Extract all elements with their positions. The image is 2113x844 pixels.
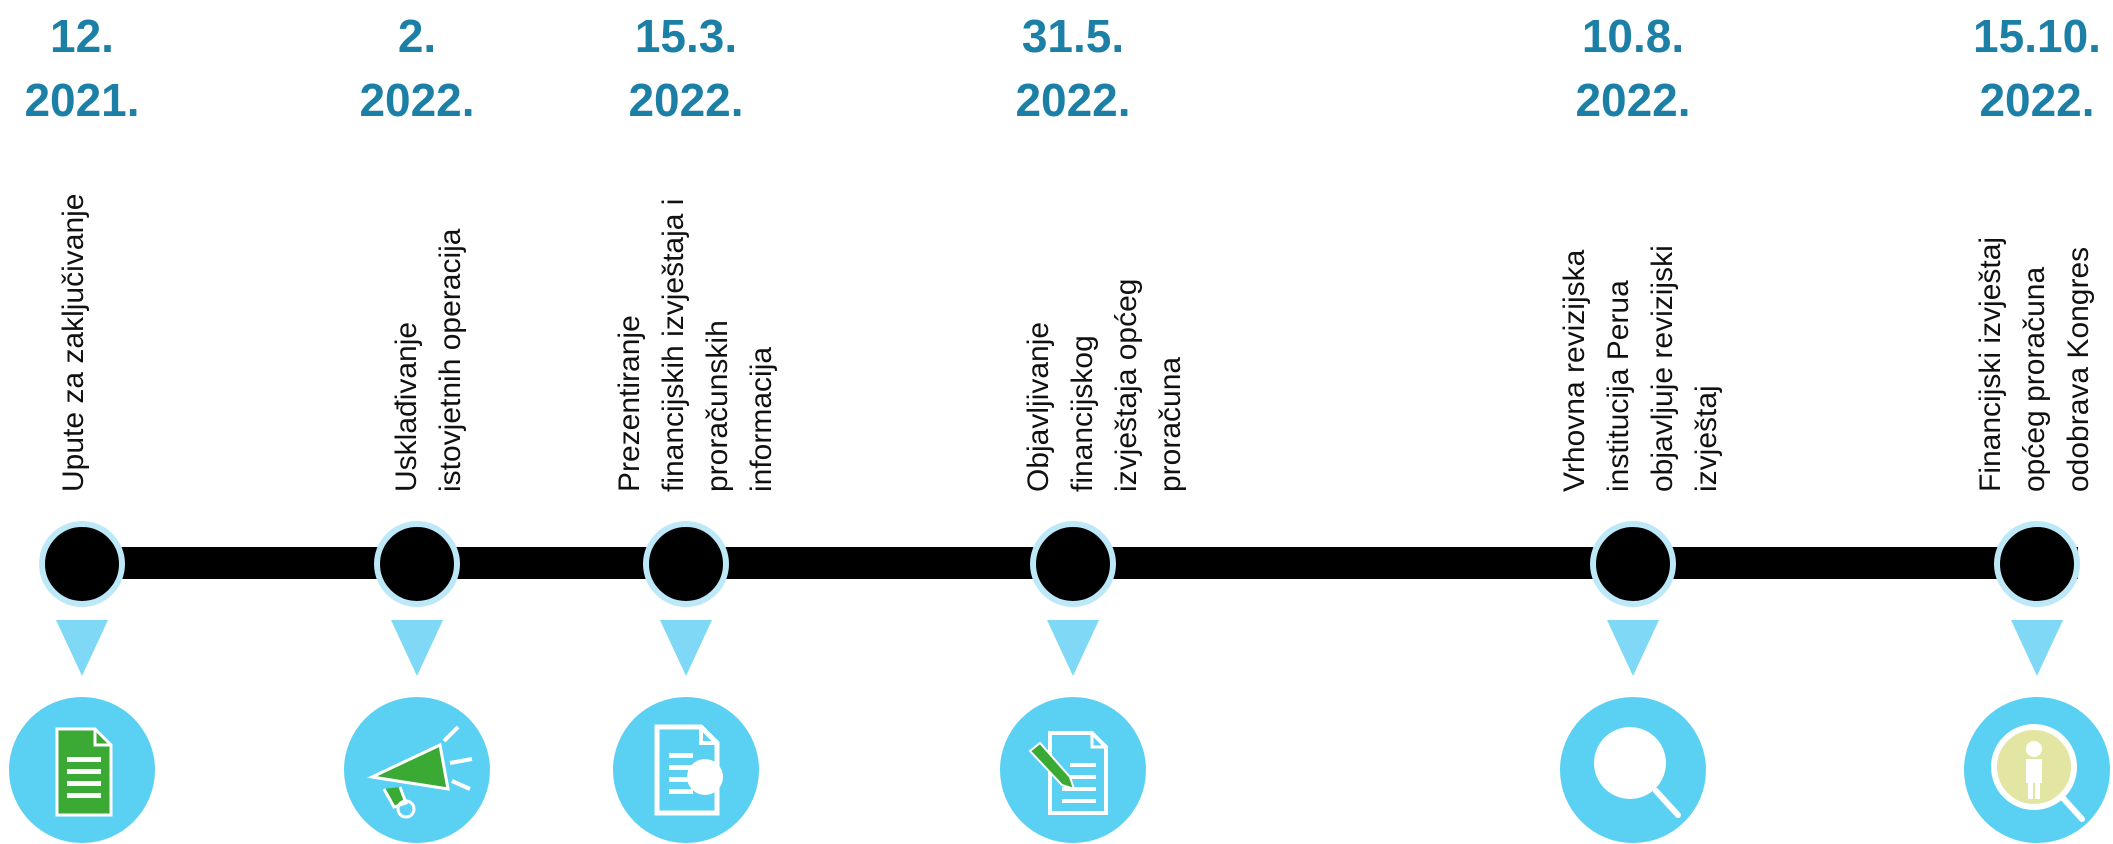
- document-icon: [9, 697, 155, 843]
- label-line: Vrhovna revizijska: [1558, 249, 1591, 492]
- document-pencil-icon: [1000, 697, 1146, 843]
- milestone-label: Financijski izvještaj općeg proračuna od…: [1969, 152, 2101, 492]
- date-line-1: 12.: [50, 10, 114, 62]
- label-line: odobrava Kongres: [2062, 246, 2095, 492]
- down-arrow-icon: [391, 620, 443, 676]
- date-line-2: 2022.: [1575, 74, 1691, 126]
- label-line: istovjetnih operacija: [434, 228, 467, 492]
- timeline-node: [1590, 521, 1676, 607]
- label-line: Upute za zaključivanje: [57, 193, 90, 493]
- timeline-node: [1994, 521, 2080, 607]
- down-arrow-icon: [56, 620, 108, 676]
- date-line-1: 10.8.: [1581, 10, 1685, 62]
- milestone-date: 2. 2022.: [267, 4, 567, 132]
- milestone-date: 12. 2021.: [0, 4, 232, 132]
- milestone-date: 31.5. 2022.: [923, 4, 1223, 132]
- label-line: Financijski izvještaj: [1974, 236, 2007, 492]
- date-line-1: 31.5.: [1021, 10, 1125, 62]
- date-line-2: 2022.: [628, 74, 744, 126]
- timeline-node: [643, 521, 729, 607]
- date-line-2: 2021.: [24, 74, 140, 126]
- label-line: informacija: [745, 346, 778, 492]
- label-line: Usklađivanje: [390, 321, 423, 492]
- date-line-1: 2.: [397, 10, 437, 62]
- label-line: proračuna: [1154, 356, 1187, 492]
- milestone-date: 15.10. 2022.: [1887, 4, 2113, 132]
- timeline-node: [1030, 521, 1116, 607]
- down-arrow-icon: [660, 620, 712, 676]
- milestone-label: Upute za zaključivanje: [52, 152, 96, 493]
- date-line-2: 2022.: [359, 74, 475, 126]
- down-arrow-icon: [1607, 620, 1659, 676]
- label-line: izvještaj: [1690, 385, 1723, 492]
- milestone-label: Usklađivanje istovjetnih operacija: [385, 152, 473, 492]
- timeline-node: [39, 521, 125, 607]
- megaphone-icon: [344, 697, 490, 843]
- label-line: financijskih izvještaja i: [657, 198, 690, 492]
- date-line-2: 2022.: [1979, 74, 2095, 126]
- milestone-date: 15.3. 2022.: [536, 4, 836, 132]
- label-line: financijskog: [1066, 335, 1099, 492]
- timeline-node: [374, 521, 460, 607]
- milestone-label: Objavljivanje financijskog izvještaja op…: [1017, 152, 1193, 492]
- down-arrow-icon: [2011, 620, 2063, 676]
- milestone-date: 10.8. 2022.: [1483, 4, 1783, 132]
- person-search-icon: [1964, 697, 2110, 843]
- label-line: proračunskih: [701, 320, 734, 492]
- label-line: Prezentiranje: [613, 315, 646, 492]
- date-line-2: 2022.: [1015, 74, 1131, 126]
- date-line-1: 15.3.: [634, 10, 738, 62]
- date-line-1: 15.10.: [1973, 10, 2101, 62]
- label-line: izvještaja općeg: [1110, 278, 1143, 492]
- milestone-label: Prezentiranje financijskih izvještaja i …: [608, 152, 784, 492]
- magnifier-icon: [1560, 697, 1706, 843]
- milestone-label: Vrhovna revizijska institucija Perua obj…: [1553, 152, 1729, 492]
- label-line: općeg proračuna: [2018, 266, 2051, 492]
- down-arrow-icon: [1047, 620, 1099, 676]
- label-line: Objavljivanje: [1022, 321, 1055, 492]
- label-line: institucija Perua: [1602, 280, 1635, 492]
- report-chart-icon: [613, 697, 759, 843]
- label-line: objavljuje revizijski: [1646, 245, 1679, 492]
